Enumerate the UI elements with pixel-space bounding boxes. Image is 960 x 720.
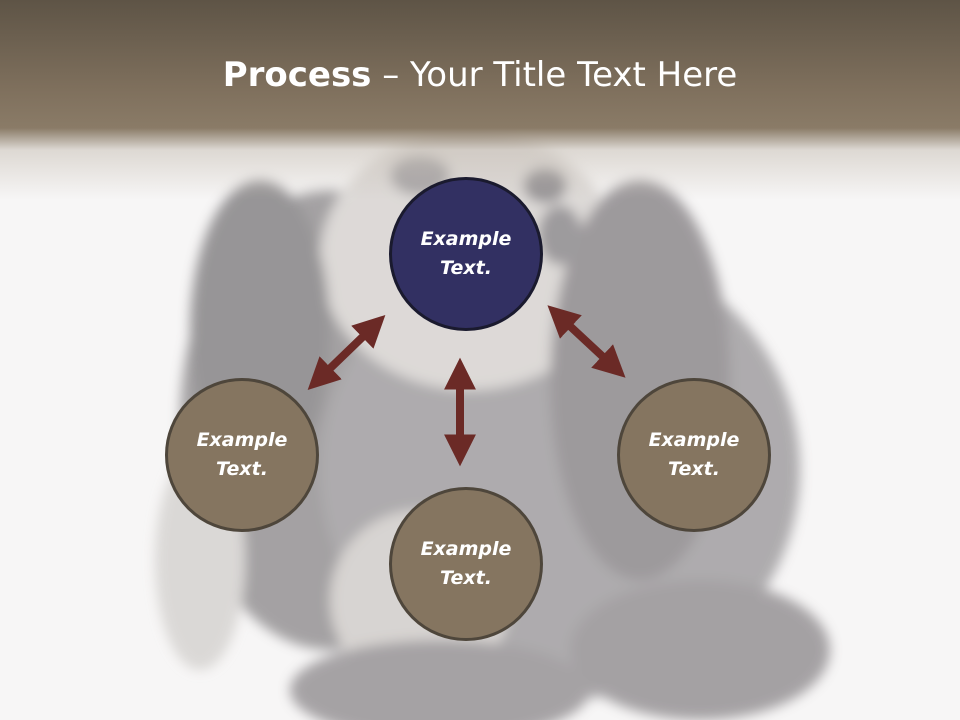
page-title: Process – Your Title Text Here <box>0 52 960 98</box>
node-bottom: Example Text. <box>389 487 543 641</box>
node-right-label: Example Text. <box>648 429 740 480</box>
title-bold: Process <box>222 55 372 95</box>
node-right: Example Text. <box>617 378 771 532</box>
node-bottom-label: Example Text. <box>420 538 512 589</box>
node-top: Example Text. <box>389 177 543 331</box>
node-left: Example Text. <box>165 378 319 532</box>
title-banner <box>0 0 960 200</box>
arrow-top-right <box>547 305 626 378</box>
node-left-label: Example Text. <box>196 429 288 480</box>
title-rest: – Your Title Text Here <box>371 55 738 95</box>
arrow-top-left <box>307 315 386 390</box>
node-top-label: Example Text. <box>420 228 512 279</box>
